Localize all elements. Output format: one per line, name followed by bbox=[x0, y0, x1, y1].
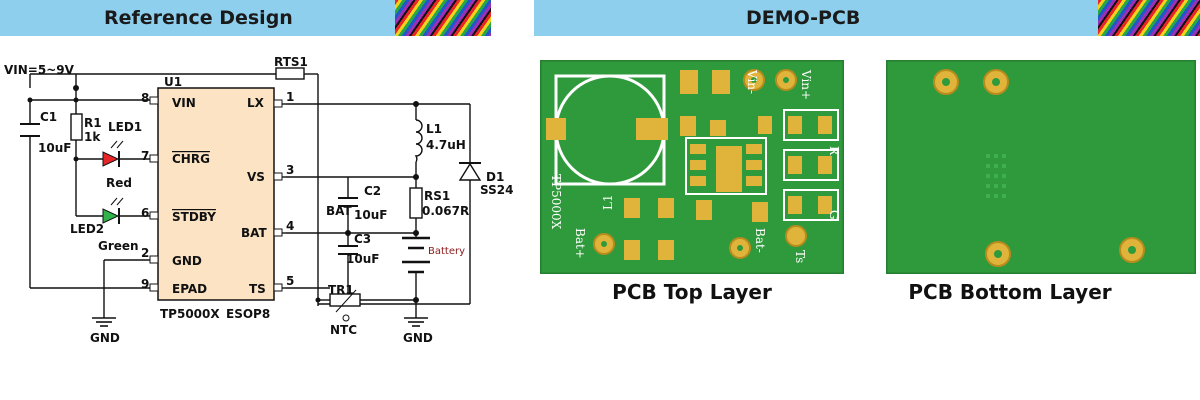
rainbow-swatch-icon bbox=[1098, 0, 1200, 36]
pin-num-lx: 1 bbox=[286, 90, 294, 104]
pcb-top-layer-image: Vin- Vin+ L1 TP5000X Bat+ Bat- Ts R G bbox=[540, 60, 844, 274]
rts1-label: RTS1 bbox=[274, 55, 308, 69]
tr1-label: TR1 bbox=[328, 283, 354, 297]
pin-name-ts: TS bbox=[249, 282, 266, 296]
rainbow-swatch-icon bbox=[395, 0, 491, 36]
pin-num-chrg: 7 bbox=[141, 149, 149, 163]
c3-value: 10uF bbox=[346, 252, 379, 266]
r1-value: 1k bbox=[84, 130, 101, 144]
led2-color: Green bbox=[98, 239, 139, 253]
pin-name-chrg: CHRG bbox=[172, 152, 210, 166]
demo-pcb-header: DEMO-PCB bbox=[534, 0, 1200, 36]
pin-num-vs: 3 bbox=[286, 163, 294, 177]
ntc-label: NTC bbox=[330, 323, 357, 337]
l1-value: 4.7uH bbox=[426, 138, 466, 152]
pcb-top-caption: PCB Top Layer bbox=[612, 280, 772, 304]
r1-label: R1 bbox=[84, 116, 102, 130]
vin-label: VIN=5~9V bbox=[4, 63, 75, 77]
silk-l1: L1 bbox=[601, 194, 615, 210]
demo-pcb-title: DEMO-PCB bbox=[746, 7, 861, 29]
schematic-diagram: VIN=5~9V U1 RTS1 C1 10uF R1 1k LED1 Red … bbox=[4, 55, 513, 345]
pcb-bottom-caption: PCB Bottom Layer bbox=[908, 280, 1112, 304]
chip-name: TP5000X bbox=[160, 307, 220, 321]
c2-label: C2 bbox=[364, 184, 381, 198]
chip-package: ESOP8 bbox=[226, 307, 270, 321]
battery-label: Battery bbox=[428, 246, 465, 257]
c1-value: 10uF bbox=[38, 141, 71, 155]
u1-label: U1 bbox=[164, 75, 182, 89]
pin-name-gnd: GND bbox=[172, 254, 202, 268]
silk-g: G bbox=[827, 210, 841, 220]
silk-ts: Ts bbox=[793, 250, 807, 263]
d1-value: SS24 bbox=[480, 183, 513, 197]
c2-value: 10uF bbox=[354, 208, 387, 222]
l1-label: L1 bbox=[426, 122, 442, 136]
reference-design-title: Reference Design bbox=[104, 7, 293, 29]
pcb-bottom-layer-image bbox=[886, 60, 1196, 274]
silk-bat-minus: Bat- bbox=[753, 228, 767, 253]
gnd-left-label: GND bbox=[90, 331, 120, 345]
pin-num-stdby: 6 bbox=[141, 206, 149, 220]
bat-net-label: BAT bbox=[326, 204, 353, 218]
gnd-right-label: GND bbox=[403, 331, 433, 345]
c3-label: C3 bbox=[354, 232, 371, 246]
d1-label: D1 bbox=[486, 170, 504, 184]
led1-color: Red bbox=[106, 176, 132, 190]
pin-num-vin: 8 bbox=[141, 91, 149, 105]
pin-num-gnd: 2 bbox=[141, 246, 149, 260]
pin-name-vin: VIN bbox=[172, 96, 196, 110]
pin-name-lx: LX bbox=[247, 96, 265, 110]
silk-vin-plus: Vin+ bbox=[799, 69, 813, 100]
led2-label: LED2 bbox=[70, 222, 104, 236]
pin-num-bat: 4 bbox=[286, 219, 294, 233]
pin-name-bat: BAT bbox=[241, 226, 268, 240]
pin-num-ts: 5 bbox=[286, 274, 294, 288]
pin-name-vs: VS bbox=[247, 170, 265, 184]
rs1-label: RS1 bbox=[424, 189, 450, 203]
pin-name-stdby: STDBY bbox=[172, 210, 216, 224]
silk-vin-minus: Vin- bbox=[745, 69, 759, 94]
silk-tp5000x: TP5000X bbox=[549, 174, 563, 230]
reference-design-header: Reference Design bbox=[0, 0, 491, 36]
silk-r: R bbox=[827, 146, 841, 156]
pin-name-epad: EPAD bbox=[172, 282, 207, 296]
pin-num-epad: 9 bbox=[141, 277, 149, 291]
led1-label: LED1 bbox=[108, 120, 142, 134]
c1-label: C1 bbox=[40, 110, 57, 124]
rs1-value: 0.067R bbox=[422, 204, 469, 218]
silk-bat-plus: Bat+ bbox=[573, 228, 587, 259]
